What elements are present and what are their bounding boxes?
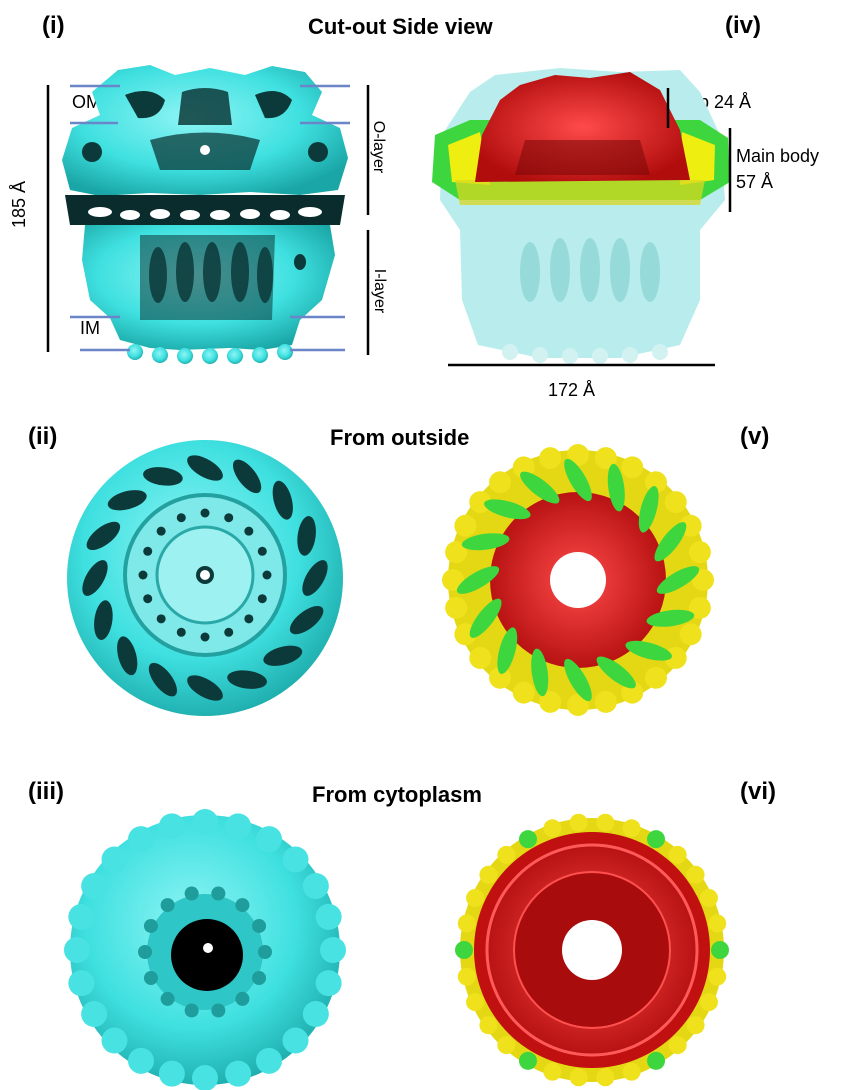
panel-label-iii: (iii) bbox=[28, 778, 64, 805]
main-body-label: Main body bbox=[736, 146, 820, 166]
panel-label-vi: (vi) bbox=[740, 778, 776, 805]
title-from-outside: From outside bbox=[330, 425, 470, 450]
bottom-view-map-iii bbox=[64, 809, 346, 1090]
side-view-colored-iv bbox=[432, 68, 732, 367]
top-view-colored-v bbox=[442, 444, 714, 716]
top-view-map-ii bbox=[67, 440, 343, 716]
o-layer-density bbox=[62, 65, 348, 196]
width-label: 172 Å bbox=[548, 380, 596, 400]
main-body-size-label: 57 Å bbox=[736, 172, 774, 192]
panel-label-i: (i) bbox=[42, 12, 65, 39]
title-from-cytoplasm: From cytoplasm bbox=[312, 782, 482, 807]
im-label: IM bbox=[80, 318, 100, 338]
panel-label-v: (v) bbox=[740, 423, 770, 450]
side-view-map-i bbox=[46, 65, 370, 364]
panel-label-ii: (ii) bbox=[28, 423, 58, 450]
panel-label-iv: (iv) bbox=[725, 12, 761, 39]
title-cut-out-side-view: Cut-out Side view bbox=[308, 14, 493, 39]
bottom-view-colored-vi bbox=[455, 813, 729, 1087]
